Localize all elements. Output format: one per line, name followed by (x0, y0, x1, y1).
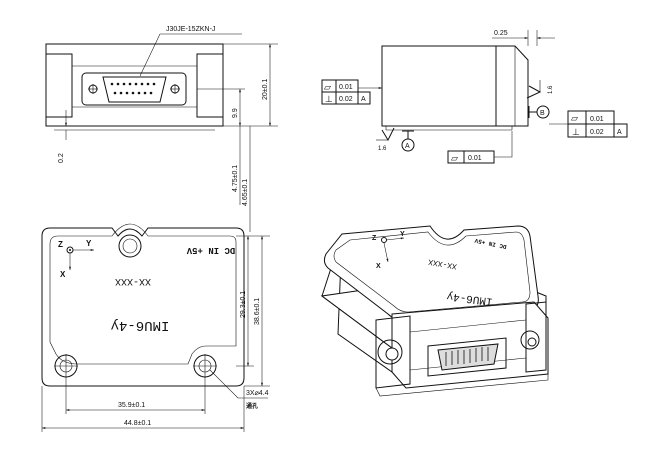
svg-text:A: A (405, 143, 410, 150)
svg-text:Z: Z (372, 235, 377, 242)
connector-part-label: J30JE-15ZKN-J (166, 26, 215, 33)
top-width-inner-dim: 35.9±0.1 (118, 402, 145, 409)
svg-text:⊥: ⊥ (325, 94, 333, 104)
iso-hole-right (520, 330, 540, 350)
front-inner-dim: 9.9 (232, 108, 239, 118)
svg-text:Y: Y (400, 231, 405, 238)
front-lower-dim-b: 4.65±0.1 (242, 179, 249, 206)
top-width-outer-dim: 44.8±0.1 (124, 420, 151, 427)
connector-screw-left (88, 84, 98, 94)
iso-axes: Z Y X (372, 231, 405, 270)
fcf-flatness-left: ▱ 0.01 (321, 79, 359, 93)
fcf-flatness-bottom: ▱ 0.01 (447, 150, 495, 164)
svg-text:Z: Z (58, 240, 63, 249)
svg-text:A: A (617, 129, 622, 136)
svg-text:0.01: 0.01 (339, 84, 353, 91)
iso-hole-left (377, 339, 403, 365)
top-serial-label: XX-XXX (115, 275, 151, 286)
side-view: 0.25 ▱ 0.01 ⊥ 0.02 A 1.6 A (321, 30, 628, 164)
connector-screw-right (170, 84, 180, 94)
top-axes: Z Y X (58, 239, 94, 279)
svg-text:▱: ▱ (451, 153, 458, 163)
svg-text:▱: ▱ (571, 113, 578, 123)
connector-pins (110, 82, 156, 95)
svg-text:Y: Y (86, 239, 92, 248)
front-lower-dim-a: 4.75±0.1 (232, 165, 239, 192)
mount-hole-left (54, 354, 78, 378)
svg-text:A: A (361, 96, 366, 103)
top-model-label: IMU6-4y (111, 317, 170, 333)
fcf-perpendicular-right: ⊥ 0.02 A (567, 123, 628, 138)
mount-hole-right (193, 354, 217, 378)
top-view: Z Y X DC IN +5V XX-XXX IMU6-4y 29.3±0.1 … (41, 223, 270, 432)
top-power-label: DC IN +5V (186, 245, 235, 255)
svg-text:0.01: 0.01 (468, 155, 482, 162)
svg-text:X: X (60, 270, 66, 279)
svg-text:X: X (376, 263, 381, 270)
iso-view: Z Y X DC IN +5V XX-XXX IMU6-4y (320, 225, 549, 397)
fcf-flatness-right: ▱ 0.01 (567, 110, 615, 125)
datum-b: B (528, 105, 550, 119)
hole-note: 3X⌀4.4 (246, 390, 269, 397)
gap-dim: 0.25 (494, 30, 508, 37)
svg-text:0.02: 0.02 (339, 96, 353, 103)
roughness-right: 1.6 (548, 85, 554, 94)
front-view: J30JE-15ZKN-J 20±0.1 9.9 0.2 4.75±0.1 4.… (45, 26, 278, 232)
svg-text:0.01: 0.01 (590, 116, 604, 123)
top-height-outer-dim: 38.6±0.1 (254, 298, 261, 325)
front-bottom-dim: 0.2 (58, 153, 65, 163)
datum-a: A (401, 130, 415, 152)
fcf-perpendicular-left: ⊥ 0.02 A (321, 91, 371, 105)
roughness-left: 1.6 (378, 146, 387, 152)
svg-text:0.02: 0.02 (590, 129, 604, 136)
hole-note-sub: 通孔 (246, 402, 258, 410)
svg-text:▱: ▱ (324, 82, 331, 92)
svg-text:⊥: ⊥ (572, 127, 580, 137)
front-height-dim: 20±0.1 (262, 79, 269, 100)
top-height-inner-dim: 29.3±0.1 (240, 291, 247, 318)
svg-text:B: B (540, 110, 545, 117)
iso-model-label: IMU6-4y (446, 289, 494, 307)
